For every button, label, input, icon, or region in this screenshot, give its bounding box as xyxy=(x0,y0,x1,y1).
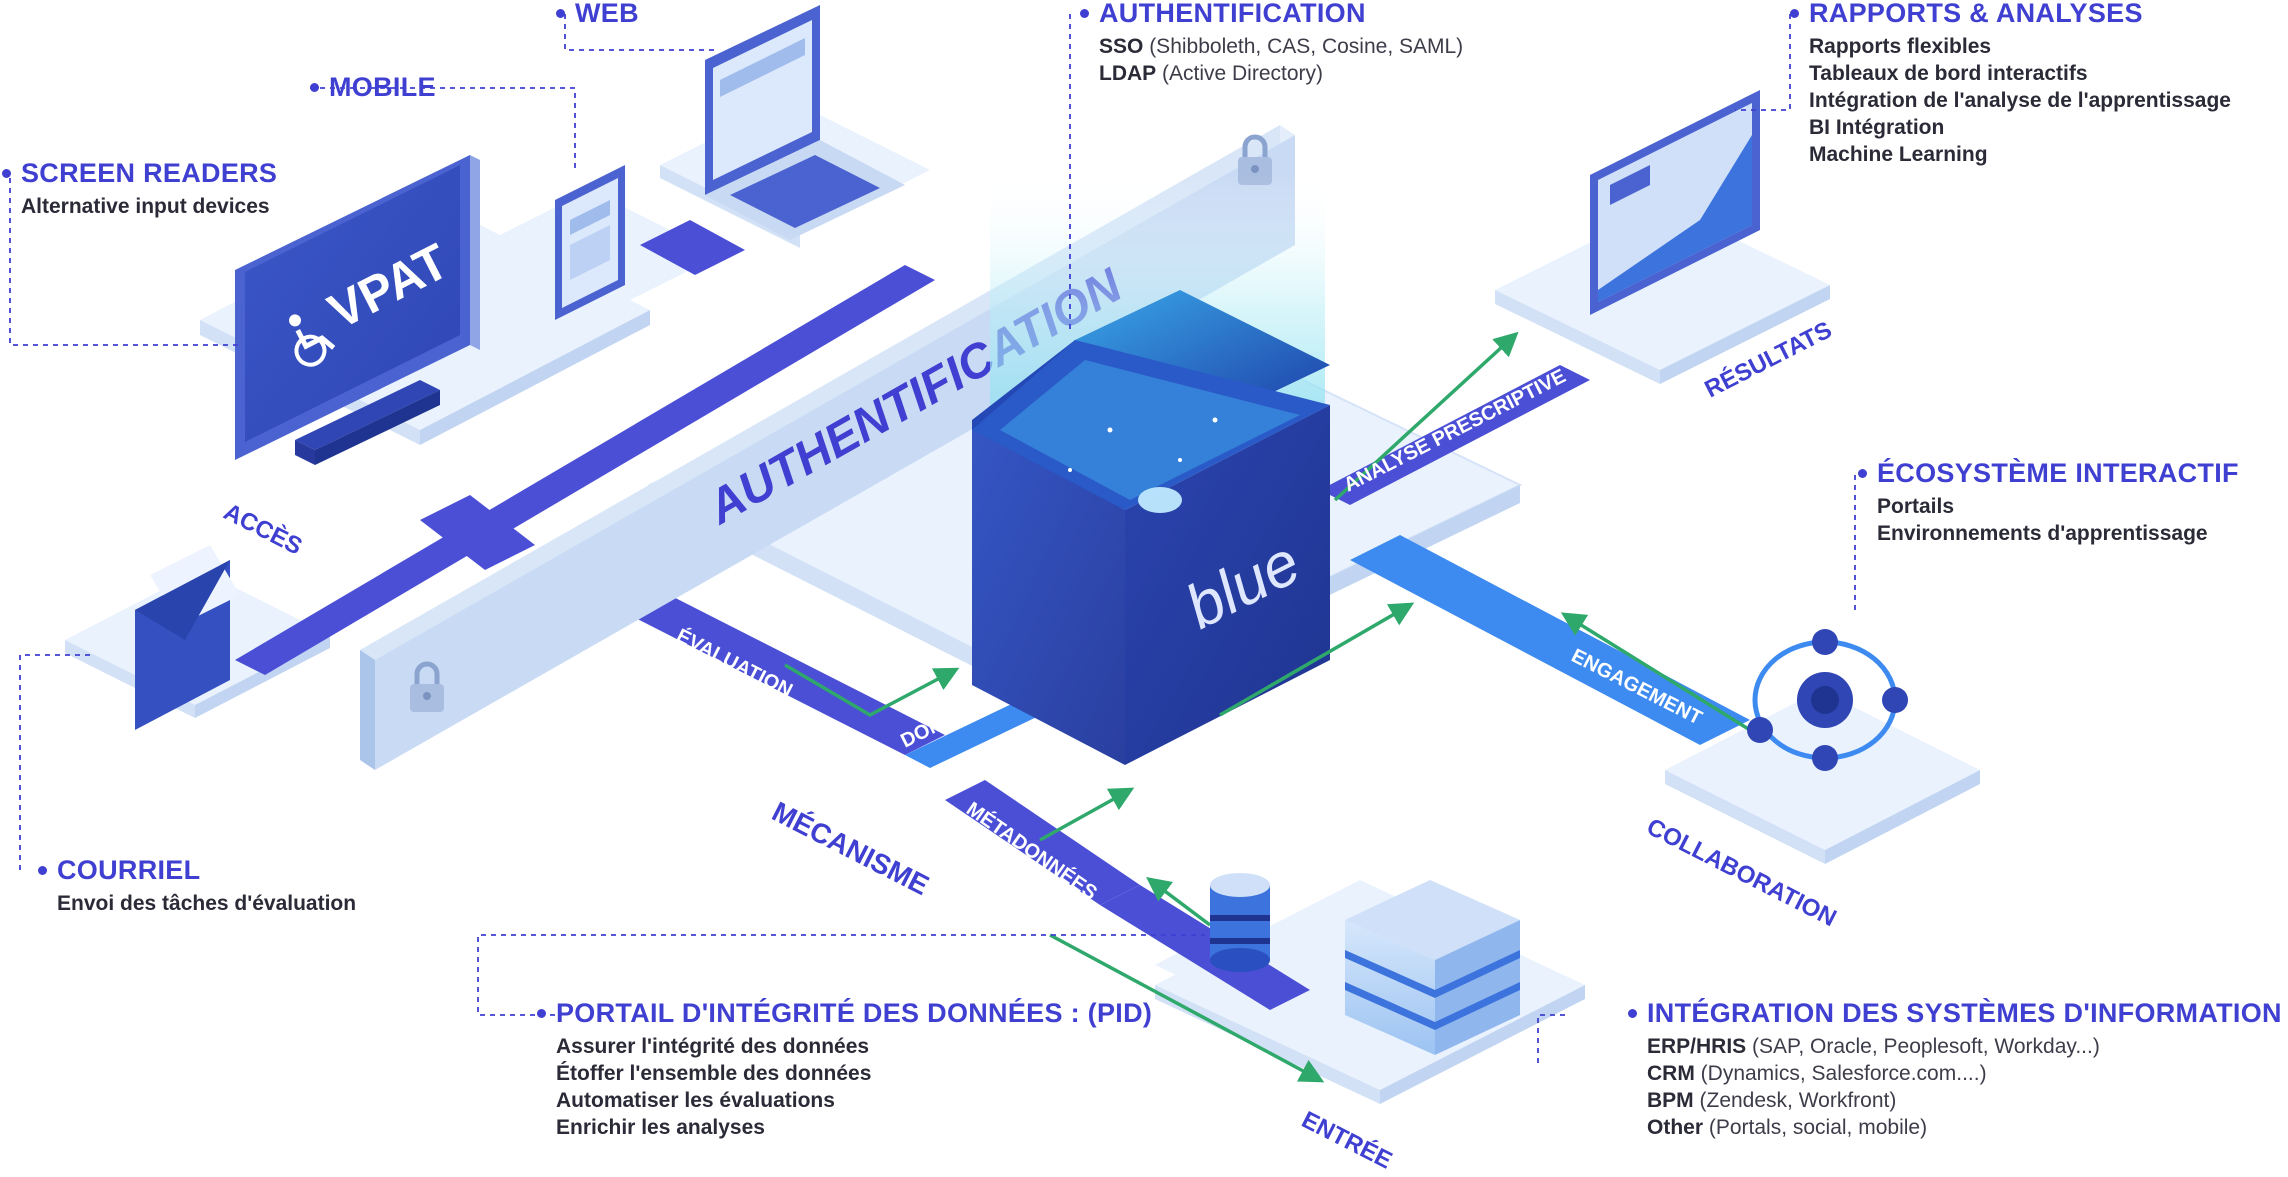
line-bold: CRM xyxy=(1647,1062,1695,1085)
mecanisme-label: MÉCANISME xyxy=(767,796,934,901)
envelope-icon xyxy=(135,545,240,730)
acces-label: ACCÈS xyxy=(219,497,307,560)
callout-line: Automatiser les évaluations xyxy=(556,1089,835,1112)
callout-title: ÉCOSYSTÈME INTERACTIF xyxy=(1877,458,2239,488)
metadonnees-track xyxy=(945,780,1140,905)
engagement-track xyxy=(1350,535,1750,745)
line-bold: LDAP xyxy=(1099,62,1157,85)
callout-authentification: AUTHENTIFICATION SSO (Shibboleth, CAS, C… xyxy=(1080,0,1463,87)
callout-title: AUTHENTIFICATION xyxy=(1099,0,1366,28)
callout-line: ERP/HRIS (SAP, Oracle, Peoplesoft, Workd… xyxy=(1647,1033,2282,1060)
wheelchair-icon xyxy=(289,314,336,367)
callout-mobile: MOBILE xyxy=(310,72,436,103)
callout-title: SCREEN READERS xyxy=(21,158,278,188)
line-rest: (Dynamics, Salesforce.com....) xyxy=(1694,1062,1987,1085)
tracks xyxy=(235,220,1750,1010)
callout-screen-readers: SCREEN READERS Alternative input devices xyxy=(2,158,277,220)
blue-cube: blue xyxy=(972,175,1330,765)
callout-line: Tableaux de bord interactifs xyxy=(1809,62,2088,85)
callout-web: WEB xyxy=(556,0,639,29)
padlock-icon xyxy=(410,661,444,712)
callout-line: Other (Portals, social, mobile) xyxy=(1647,1114,2282,1141)
line-rest: (Zendesk, Workfront) xyxy=(1693,1089,1897,1112)
bullet-dot xyxy=(38,866,47,875)
line-rest: (Shibboleth, CAS, Cosine, SAML) xyxy=(1143,35,1464,58)
callout-integration: INTÉGRATION DES SYSTÈMES D'INFORMATION E… xyxy=(1628,998,2282,1141)
line-rest: (Active Directory) xyxy=(1156,62,1324,85)
callout-courriel: COURRIEL Envoi des tâches d'évaluation xyxy=(38,855,356,917)
bullet-dot xyxy=(1080,9,1089,18)
line-bold: BPM xyxy=(1647,1089,1694,1112)
callout-line: Machine Learning xyxy=(1809,143,1988,166)
callout-title: RAPPORTS & ANALYSES xyxy=(1809,0,2143,28)
tablet-icon xyxy=(555,165,625,320)
callout-line: Assurer l'intégrité des données xyxy=(556,1035,870,1058)
donnees-track xyxy=(905,700,1045,768)
line-bold: ERP/HRIS xyxy=(1647,1035,1747,1058)
callout-line: Étoffer l'ensemble des données xyxy=(556,1062,872,1085)
analyse-track xyxy=(1320,365,1590,505)
callout-line: Enrichir les analyses xyxy=(556,1116,765,1139)
callout-line: LDAP (Active Directory) xyxy=(1099,60,1463,87)
laptop-icon xyxy=(705,5,905,240)
bullet-dot xyxy=(537,1009,546,1018)
callout-title: COURRIEL xyxy=(57,855,201,885)
entree-label: ENTRÉE xyxy=(1297,1105,1396,1174)
database-icon xyxy=(1210,873,1270,972)
resultats-platform xyxy=(1495,205,1830,370)
bullet-dot xyxy=(1790,9,1799,18)
monitor-icon: VPAT xyxy=(235,155,480,460)
line-rest: (SAP, Oracle, Peoplesoft, Workday...) xyxy=(1746,1035,2100,1058)
callout-line: Intégration de l'analyse de l'apprentiss… xyxy=(1809,89,2231,112)
callout-ecosysteme: ÉCOSYSTÈME INTERACTIF Portails Environne… xyxy=(1858,458,2239,547)
dashed-connectors xyxy=(9,14,1856,1065)
bullet-dot xyxy=(1858,469,1867,478)
bullet-dot xyxy=(2,169,11,178)
bullet-dot xyxy=(310,83,319,92)
callout-line: Rapports flexibles xyxy=(1809,35,1992,58)
callout-title: MOBILE xyxy=(329,72,436,102)
access-track xyxy=(235,265,935,675)
callout-title: WEB xyxy=(575,0,639,28)
network-hub-icon xyxy=(1747,629,1908,771)
server-stack-icon xyxy=(1345,880,1520,1055)
evaluation-track xyxy=(600,580,945,755)
callout-line: Environnements d'apprentissage xyxy=(1877,522,2208,545)
flow-arrows xyxy=(784,331,1751,1083)
callout-pid: PORTAIL D'INTÉGRITÉ DES DONNÉES : (PID) … xyxy=(537,998,1152,1141)
bullet-dot xyxy=(1628,1009,1637,1018)
callout-line: CRM (Dynamics, Salesforce.com....) xyxy=(1647,1060,2282,1087)
callout-line: Envoi des tâches d'évaluation xyxy=(57,892,357,915)
line-bold: SSO xyxy=(1099,35,1144,58)
callout-line: Portails xyxy=(1877,495,1955,518)
chart-screen-icon xyxy=(1590,90,1760,315)
callout-line: Alternative input devices xyxy=(21,195,270,218)
bullet-dot xyxy=(556,9,565,18)
callout-rapports: RAPPORTS & ANALYSES Rapports flexibles T… xyxy=(1790,0,2231,168)
callout-line: BI Intégration xyxy=(1809,116,1945,139)
callout-line: BPM (Zendesk, Workfront) xyxy=(1647,1087,2282,1114)
braille-keyboard-icon xyxy=(295,380,440,465)
callout-title: INTÉGRATION DES SYSTÈMES D'INFORMATION xyxy=(1647,998,2282,1028)
callout-title: PORTAIL D'INTÉGRITÉ DES DONNÉES : (PID) xyxy=(556,998,1153,1028)
line-rest: (Portals, social, mobile) xyxy=(1703,1116,1928,1139)
callout-line: SSO (Shibboleth, CAS, Cosine, SAML) xyxy=(1099,33,1463,60)
line-bold: Other xyxy=(1647,1116,1704,1139)
